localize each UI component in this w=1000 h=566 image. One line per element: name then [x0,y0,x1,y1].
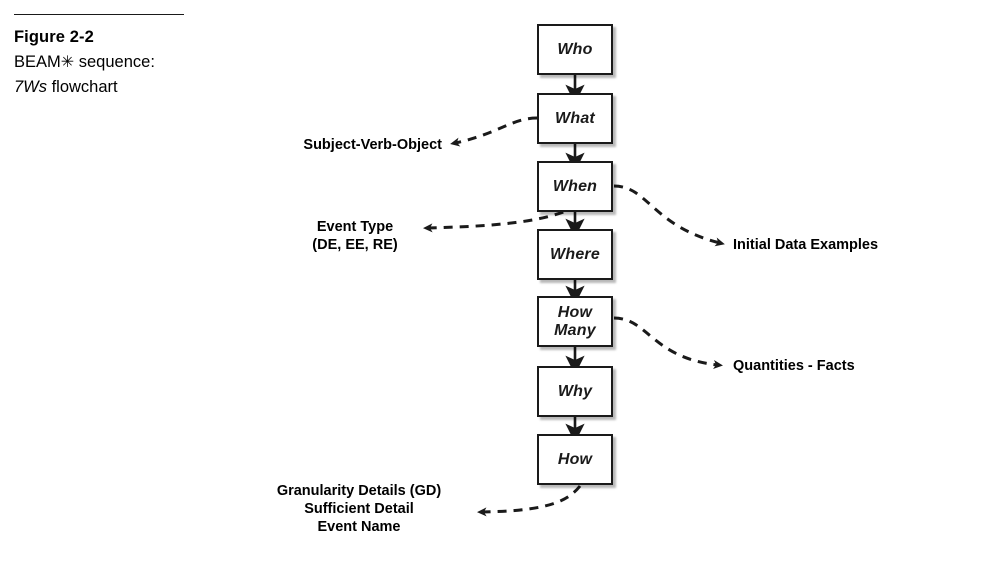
node-how[interactable]: How [537,434,613,485]
node-why-label: Why [557,382,593,400]
label-quantities-facts: Quantities - Facts [733,358,855,374]
leader-initial-data-examples [613,184,725,247]
leader-granularity-details [477,485,582,517]
figure-title-text: BEAM [14,53,61,71]
figure-subtitle-em: 7Ws [14,78,47,96]
node-who[interactable]: Who [537,24,613,75]
label-subject-verb-object: Subject-Verb-Object [303,137,442,153]
label-granularity-details: Granularity Details (GD) Sufficient Deta… [276,483,442,535]
node-when-label: When [552,177,598,195]
figure-title-tail: sequence: [74,53,155,71]
figure-title: BEAM✳ sequence: [14,50,234,75]
node-where[interactable]: Where [537,229,613,280]
node-where-label: Where [550,245,600,263]
node-how-label: How [557,450,593,468]
figure-subtitle-tail: flowchart [47,78,118,96]
figure-number: Figure 2-2 [14,28,94,46]
asterisk-star-icon: ✳ [60,54,75,71]
leader-subject-verb-object [450,116,538,147]
caption-rule [14,14,184,15]
figure-subtitle: 7Ws flowchart [14,75,234,100]
label-event-type: Event Type (DE, EE, RE) [312,219,398,253]
node-what-label: What [555,109,595,127]
leader-quantities-facts [613,316,723,369]
node-when[interactable]: When [537,161,613,212]
label-initial-data-examples: Initial Data Examples [733,237,879,253]
node-who-label: Who [557,40,593,58]
node-how-many[interactable]: How Many [537,296,613,347]
node-how-many-label: How Many [554,303,596,339]
node-what[interactable]: What [537,93,613,144]
node-why[interactable]: Why [537,366,613,417]
figure-caption: Figure 2-2 BEAM✳ sequence: 7Ws flowchart [14,14,234,100]
